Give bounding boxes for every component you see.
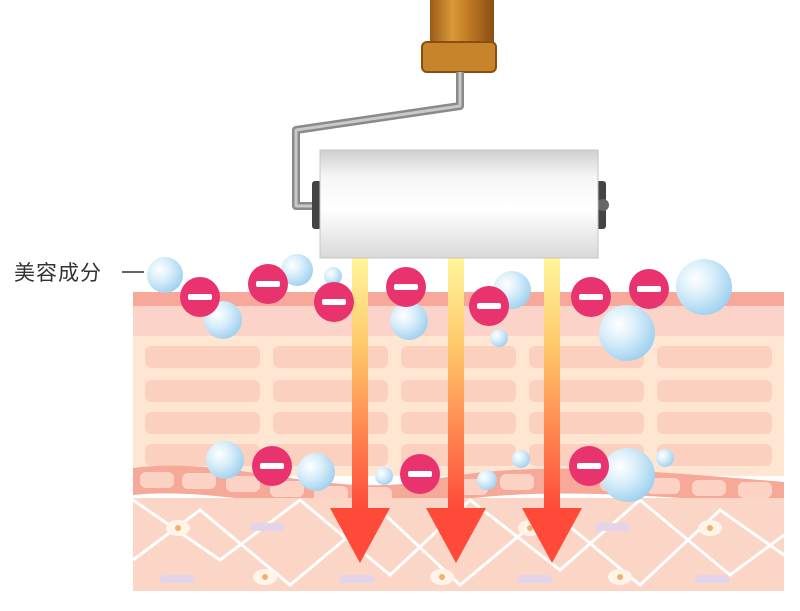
minus-circle-icon xyxy=(469,286,509,326)
beauty-roller-icon xyxy=(292,0,609,259)
water-bubble-icon xyxy=(324,267,342,285)
dermis-fibers xyxy=(132,498,785,588)
minus-circle-icon xyxy=(629,269,669,309)
minus-circle-icon xyxy=(314,282,354,322)
minus-circle-icon xyxy=(180,277,220,317)
water-bubble-icon xyxy=(147,257,183,293)
roller-handle xyxy=(430,0,494,44)
water-bubble-icon xyxy=(656,449,674,467)
minus-circle-icon xyxy=(386,267,426,307)
water-bubble-icon xyxy=(512,450,530,468)
minus-circle-icon xyxy=(400,454,440,494)
dermis-junctions xyxy=(160,523,729,583)
water-bubble-icon xyxy=(281,254,313,286)
water-bubble-icon xyxy=(601,448,655,502)
roller-cylinder xyxy=(319,149,599,259)
minus-circle-icon xyxy=(252,446,292,486)
water-bubble-icon xyxy=(676,259,732,315)
water-bubble-icon xyxy=(375,467,393,485)
water-bubble-icon xyxy=(390,302,428,340)
bubbles xyxy=(147,254,732,502)
minus-circle-icon xyxy=(569,446,609,486)
water-bubble-icon xyxy=(297,453,335,491)
negative-ions xyxy=(180,264,669,494)
roller-ferrule xyxy=(421,41,497,73)
water-bubble-icon xyxy=(206,441,244,479)
water-bubble-icon xyxy=(490,329,508,347)
water-bubble-icon xyxy=(477,470,497,490)
penetration-arrows xyxy=(330,258,582,563)
down-arrow-icon xyxy=(522,258,582,563)
water-bubble-icon xyxy=(599,305,655,361)
down-arrow-icon xyxy=(426,258,486,563)
minus-circle-icon xyxy=(571,277,611,317)
ingredient-label: 美容成分 xyxy=(14,261,102,285)
minus-circle-icon xyxy=(248,264,288,304)
down-arrow-icon xyxy=(330,258,390,563)
